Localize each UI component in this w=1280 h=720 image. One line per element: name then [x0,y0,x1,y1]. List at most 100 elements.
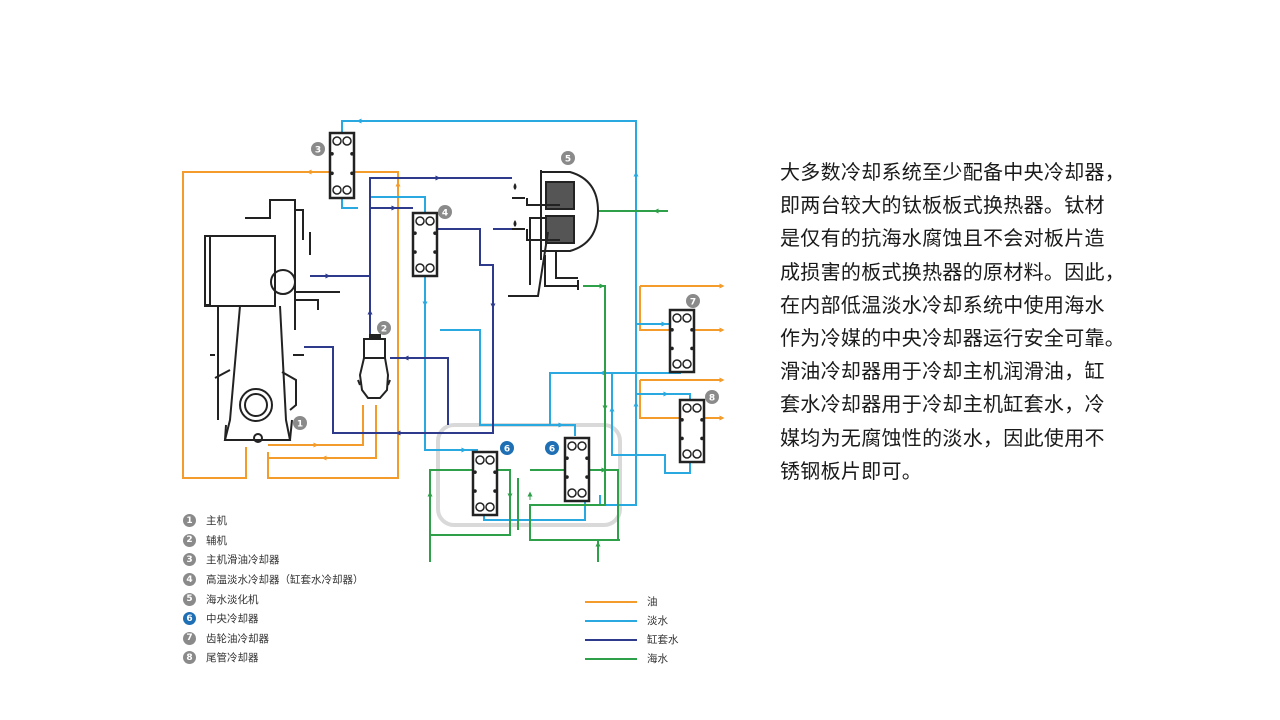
bolt-icon [350,171,354,176]
plate-heat-exchangers [328,131,706,517]
fresh-water-arrows [356,118,669,453]
drop-icons [513,183,517,227]
jw-cooler4-out [437,228,494,400]
port-icon [342,136,352,146]
oil-line-aux-2 [268,405,377,459]
port-icon [692,403,702,413]
port-icon [332,185,342,195]
fw-gear-ret [549,370,681,425]
jw-top [369,177,512,197]
svg-text:2: 2 [381,325,387,335]
line-legend-fresh-water: 淡水 [585,611,679,630]
bolt-icon [670,346,674,351]
legend-number-badge: 2 [183,533,196,547]
plate-heat-exchanger-cooler-6b [563,436,591,503]
sea-water-arrows [427,208,662,550]
oil-line-gear-2 [639,286,670,331]
description-line: 大多数冷却系统至少配备中央冷却器， [780,160,1126,184]
bolt-icon [433,231,437,235]
bolt-icon [690,328,694,332]
svg-text:1: 1 [297,420,303,430]
port-icon [567,441,577,451]
marker-6b: 6 [545,441,559,455]
plate-heat-exchanger-cooler-4 [411,211,439,278]
description-line: 是仅有的抗海水腐蚀且不会对板片造 [780,226,1105,251]
port-icon [577,441,587,451]
line-legend-label: 淡水 [647,615,668,627]
oil-line-stern-2 [639,380,680,419]
port-icon [682,403,692,413]
description-line: 即两台较大的钛板板式换热器。钛材 [780,193,1105,218]
marker-4: 4 [438,205,452,219]
marker-5: 5 [561,151,575,165]
bolt-icon [690,346,694,351]
marker-2: 2 [377,321,391,335]
oil-line-cooler3-in [267,171,399,479]
description-line: 作为冷媒的中央冷却器运行安全可靠。 [780,326,1126,351]
legend-number-badge: 4 [183,573,196,587]
bolt-icon [330,171,334,176]
legend-number-badge: 6 [183,612,196,626]
fw-stern-ret [611,373,691,474]
line-legend-oil: 油 [585,592,679,611]
line-legend-jacket-water: 缸套水 [585,630,679,649]
legend-number-badge: 8 [183,651,196,665]
jacket-water-arrows [322,175,496,436]
legend-label: 辅机 [206,534,227,547]
svg-text:5: 5 [565,155,571,165]
bolt-icon [565,475,569,479]
bolt-icon [433,250,437,254]
bolt-icon [413,250,417,254]
description-line: 成损害的板式换热器的原材料。因此， [780,259,1126,284]
bolt-icon [680,436,684,441]
drop-icon [513,183,517,190]
line-swatch [585,600,637,603]
port-icon [485,502,495,512]
line-swatch [585,638,637,641]
legend-number-badge: 1 [183,514,196,528]
bolt-icon [330,152,334,156]
description-line: 在内部低温淡水冷却系统中使用海水 [780,292,1105,317]
plate-heat-exchanger-cooler-8 [678,398,706,464]
fresh-water-lines [341,120,691,521]
port-icon [567,488,577,498]
description-line: 滑油冷却器用于冷却主机润滑油，缸 [780,359,1105,384]
port-icon [415,216,425,226]
fw-to-cooler4 [370,196,426,213]
oil-line-return [182,171,330,479]
port-icon [425,263,435,273]
legend-item: 2 辅机 [183,531,364,551]
port-icon [342,185,352,195]
port-icon [475,502,485,512]
bolt-icon [493,489,497,493]
port-icon [682,449,692,459]
bolt-icon [350,152,354,156]
bolt-icon [493,470,497,474]
port-icon [672,313,682,323]
fw-top-loop [341,120,637,506]
jw-engine-ret [304,330,494,434]
bolt-icon [700,436,704,441]
line-legend-sea-water: 海水 [585,649,679,668]
plate-heat-exchanger-cooler-3 [328,131,356,200]
oil-line-aux-1 [268,405,364,446]
line-type-legend: 油 淡水 缸套水 海水 [585,592,679,668]
port-icon [692,449,702,459]
line-swatch [585,657,637,660]
port-icon [672,359,682,369]
svg-text:7: 7 [690,298,696,308]
oil-arrows [306,169,725,461]
legend-number-badge: 5 [183,592,196,606]
marker-3: 3 [311,142,325,156]
svg-text:6: 6 [549,445,555,455]
description-line: 媒均为无腐蚀性的淡水，因此使用不 [780,425,1105,450]
bolt-icon [700,418,704,422]
plate-heat-exchanger-cooler-6a [471,450,499,517]
marker-8: 8 [705,390,719,404]
